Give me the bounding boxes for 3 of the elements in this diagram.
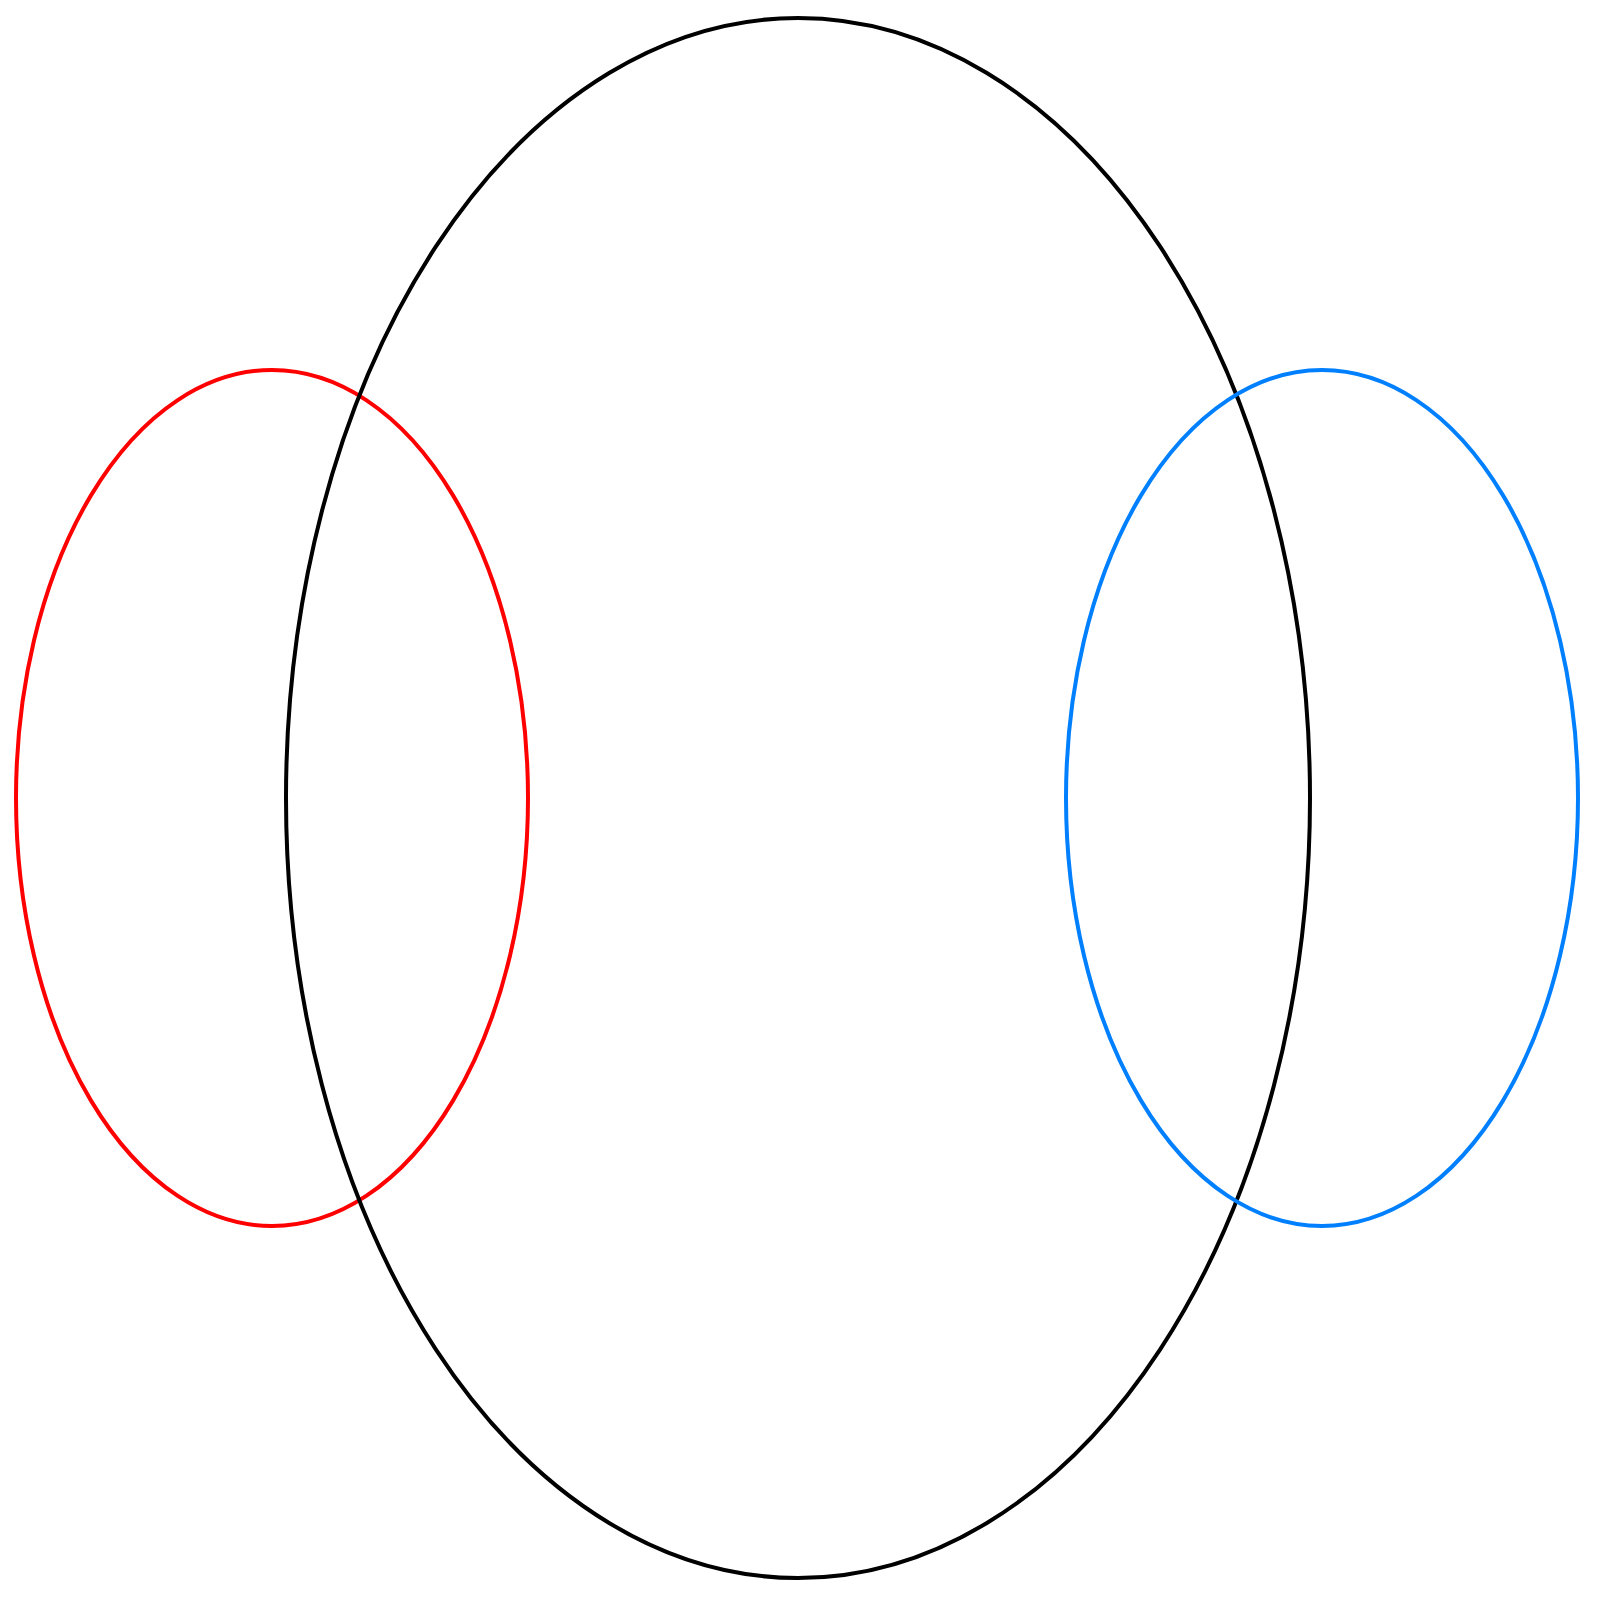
ellipse-outline (14, 368, 530, 1228)
ellipse-outline (284, 16, 1312, 1580)
ellipse-outline (1064, 368, 1580, 1228)
